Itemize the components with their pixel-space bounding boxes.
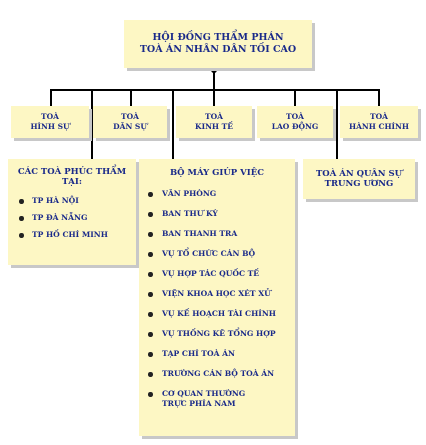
- list-item: VỤ THỐNG KÊ TỔNG HỢP: [139, 329, 295, 349]
- connector-to-court-5: [378, 89, 380, 106]
- connector-to-court-3: [213, 89, 215, 106]
- list-item: TP HỒ CHÍ MINH: [8, 230, 136, 247]
- list-item: VỤ TỔ CHỨC CÁN BỘ: [139, 249, 295, 269]
- court-box-criminal: TOÀ HÌNH SỰ: [11, 106, 89, 138]
- court-label-top: TOÀ: [121, 112, 139, 121]
- appeal-courts-title-line2: TẠI:: [61, 177, 83, 187]
- apparatus-title: BỘ MÁY GIÚP VIỆC: [170, 168, 264, 178]
- court-label-top: TOÀ: [370, 112, 388, 121]
- list-item: TRƯỜNG CÁN BỘ TOÀ ÁN: [139, 369, 295, 389]
- connector-to-military: [336, 89, 338, 159]
- military-court-line1: TOÀ ÁN QUÂN SỰ: [315, 169, 403, 179]
- connector-horizontal-bar: [50, 89, 380, 91]
- list-item: BAN THANH TRA: [139, 229, 295, 249]
- supreme-council-box: HỘI ĐỒNG THẨM PHÁN TOÀ ÁN NHÂN DÂN TỐI C…: [124, 20, 312, 68]
- court-box-economic: TOÀ KINH TẾ: [176, 106, 252, 138]
- court-label-top: TOÀ: [286, 112, 304, 121]
- court-label-name: KINH TẾ: [195, 122, 233, 131]
- court-label-name: LAO ĐỘNG: [271, 122, 319, 131]
- list-item: TP HÀ NỘI: [8, 196, 136, 213]
- connector-to-court-4: [294, 89, 296, 106]
- connector-to-apparatus: [172, 89, 174, 159]
- apparatus-list: VĂN PHÒNG BAN THƯ KÝ BAN THANH TRA VỤ TỔ…: [139, 189, 295, 409]
- military-court-line2: TRUNG ƯƠNG: [324, 179, 394, 189]
- appeal-courts-title-line1: CÁC TOÀ PHÚC THẨM: [17, 167, 127, 177]
- supreme-council-line2: TOÀ ÁN NHÂN DÂN TỐI CAO: [139, 44, 297, 55]
- court-label-top: TOÀ: [205, 112, 223, 121]
- court-label-name: HÌNH SỰ: [30, 122, 70, 131]
- apparatus-box: BỘ MÁY GIÚP VIỆC VĂN PHÒNG BAN THƯ KÝ BA…: [139, 159, 295, 436]
- list-item: CƠ QUAN THƯỜNG TRỰC PHÍA NAM: [139, 389, 272, 409]
- court-box-administrative: TOÀ HÀNH CHÍNH: [340, 106, 418, 138]
- list-item: TẠP CHÍ TOÀ ÁN: [139, 349, 295, 369]
- list-item: BAN THƯ KÝ: [139, 209, 295, 229]
- court-box-labor: TOÀ LAO ĐỘNG: [257, 106, 333, 138]
- list-item: TP ĐÀ NẴNG: [8, 213, 136, 230]
- court-label-top: TOÀ: [41, 112, 59, 121]
- court-label-name: DÂN SỰ: [113, 122, 147, 131]
- court-label-name: HÀNH CHÍNH: [349, 122, 409, 131]
- list-item: VỤ KẾ HOẠCH TÀI CHÍNH: [139, 309, 295, 329]
- connector-to-court-2: [130, 89, 132, 106]
- connector-top-vertical: [213, 68, 215, 90]
- supreme-council-line1: HỘI ĐỒNG THẨM PHÁN: [152, 32, 284, 43]
- appeal-courts-list: TP HÀ NỘI TP ĐÀ NẴNG TP HỒ CHÍ MINH: [8, 196, 136, 247]
- court-box-civil: TOÀ DÂN SỰ: [93, 106, 167, 138]
- connector-junction-dot: [211, 67, 217, 73]
- connector-to-appeal: [91, 89, 93, 159]
- military-court-box: TOÀ ÁN QUÂN SỰ TRUNG ƯƠNG: [303, 159, 415, 199]
- appeal-courts-box: CÁC TOÀ PHÚC THẨM TẠI: TP HÀ NỘI TP ĐÀ N…: [8, 159, 136, 265]
- list-item: VIỆN KHOA HỌC XÉT XỬ: [139, 289, 295, 309]
- list-item: VỤ HỢP TÁC QUỐC TẾ: [139, 269, 295, 289]
- connector-to-court-1: [50, 89, 52, 106]
- list-item: VĂN PHÒNG: [139, 189, 295, 209]
